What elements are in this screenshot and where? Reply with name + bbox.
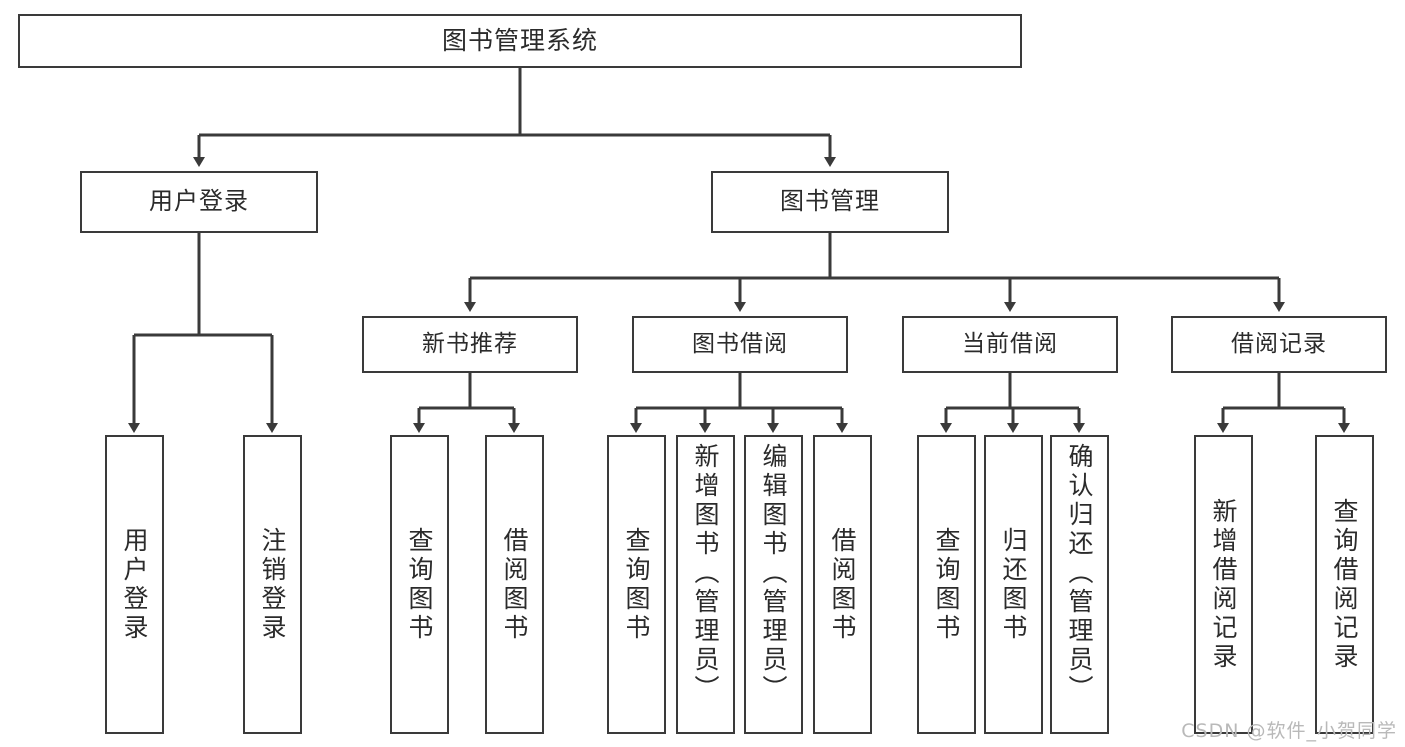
node-label: 新书推荐: [422, 331, 518, 358]
node-label: 新增借阅记录: [1209, 497, 1238, 672]
leaf-user-login-logout[interactable]: 注销登录: [243, 435, 302, 734]
node-book-borrow[interactable]: 图书借阅: [632, 316, 848, 373]
node-label: 归还图书: [999, 526, 1028, 643]
leaf-current-return-book[interactable]: 归还图书: [984, 435, 1043, 734]
leaf-record-add-record[interactable]: 新增借阅记录: [1194, 435, 1253, 734]
leaf-user-login-login[interactable]: 用户登录: [105, 435, 164, 734]
leaf-borrow-add-book-admin[interactable]: 新增图书（管理员）: [676, 435, 735, 734]
node-label: 图书借阅: [692, 331, 788, 358]
node-new-book-recommend[interactable]: 新书推荐: [362, 316, 578, 373]
node-label: 查询图书: [622, 526, 651, 643]
leaf-recommend-query-book[interactable]: 查询图书: [390, 435, 449, 734]
node-label: 借阅记录: [1231, 331, 1327, 358]
node-label: 借阅图书: [828, 526, 857, 643]
node-label: 确认归还（管理员）: [1065, 443, 1094, 704]
node-root-system[interactable]: 图书管理系统: [18, 14, 1022, 68]
leaf-recommend-borrow-book[interactable]: 借阅图书: [485, 435, 544, 734]
node-user-login[interactable]: 用户登录: [80, 171, 318, 233]
leaf-borrow-borrow-book[interactable]: 借阅图书: [813, 435, 872, 734]
node-current-borrow[interactable]: 当前借阅: [902, 316, 1118, 373]
csdn-watermark: CSDN @软件_小贺同学: [1181, 720, 1397, 742]
node-book-management[interactable]: 图书管理: [711, 171, 949, 233]
node-label: 图书管理: [780, 187, 880, 216]
node-label: 查询图书: [932, 526, 961, 643]
leaf-borrow-query-book[interactable]: 查询图书: [607, 435, 666, 734]
leaf-borrow-edit-book-admin[interactable]: 编辑图书（管理员）: [744, 435, 803, 734]
node-label: 查询借阅记录: [1330, 497, 1359, 672]
node-label: 用户登录: [120, 526, 149, 643]
node-label: 借阅图书: [500, 526, 529, 643]
node-label: 当前借阅: [962, 331, 1058, 358]
node-label: 注销登录: [258, 526, 287, 643]
leaf-current-confirm-return-admin[interactable]: 确认归还（管理员）: [1050, 435, 1109, 734]
node-borrow-record[interactable]: 借阅记录: [1171, 316, 1387, 373]
leaf-record-query-record[interactable]: 查询借阅记录: [1315, 435, 1374, 734]
leaf-current-query-book[interactable]: 查询图书: [917, 435, 976, 734]
node-label: 查询图书: [405, 526, 434, 643]
node-label: 用户登录: [149, 187, 249, 216]
node-label: 编辑图书（管理员）: [759, 443, 788, 704]
node-label: 图书管理系统: [441, 25, 598, 55]
node-label: 新增图书（管理员）: [691, 443, 720, 704]
